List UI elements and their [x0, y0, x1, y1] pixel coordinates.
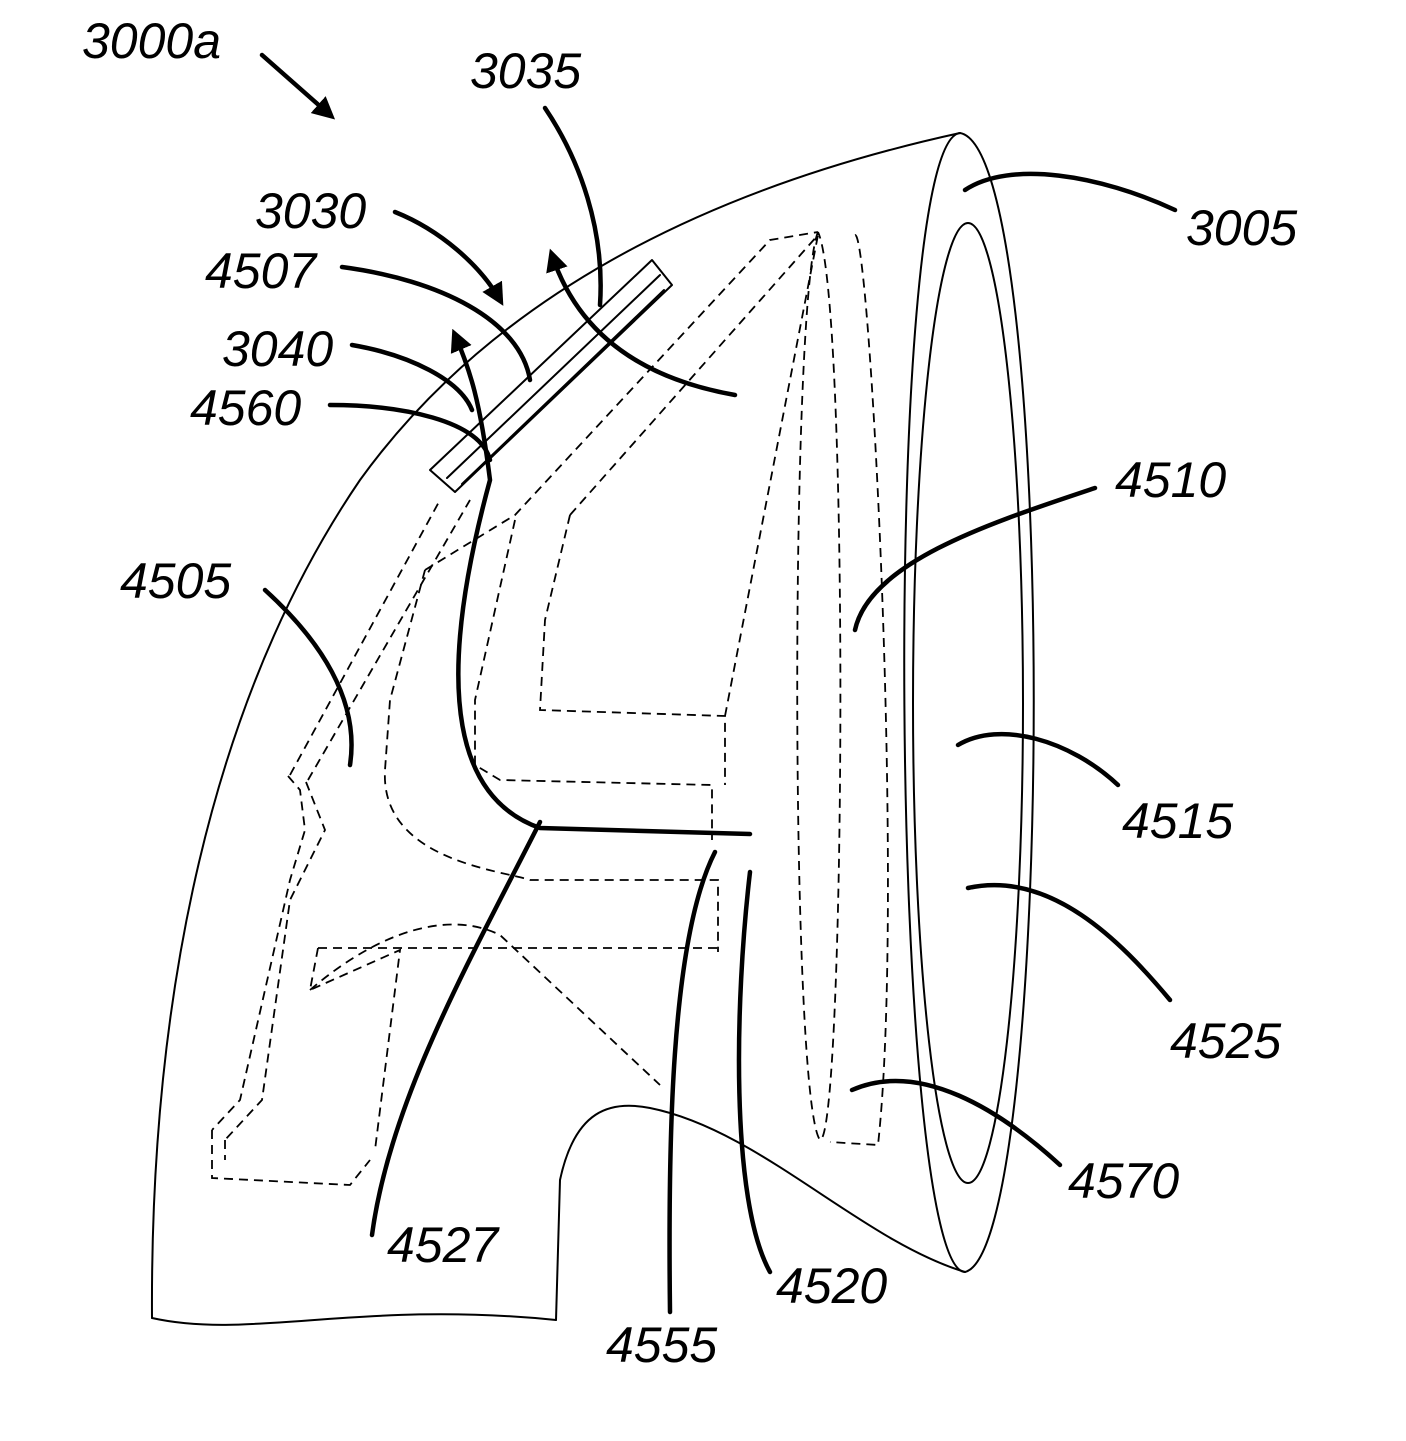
label-3005: 3005: [1186, 200, 1297, 256]
channel-wall-3: [212, 776, 305, 1130]
inner-ring: [913, 223, 1023, 1183]
arrow-outflow-2: [455, 335, 750, 834]
label-4570: 4570: [1068, 1153, 1179, 1209]
body-outer-curve: [152, 133, 960, 1318]
channel-inner-5: [570, 235, 818, 515]
leader-4560: [330, 405, 490, 460]
channel-inner-2: [385, 570, 718, 952]
label-4527: 4527: [387, 1217, 500, 1273]
leader-4555: [670, 852, 715, 1312]
label-3030: 3030: [255, 183, 366, 239]
leader-4515: [958, 734, 1118, 785]
vent-box: [430, 260, 672, 492]
arrow-3000a: [262, 55, 330, 115]
channel-inner-3: [475, 520, 712, 840]
vent-line: [447, 275, 660, 478]
label-4560: 4560: [190, 380, 301, 436]
body-bottom-edge: [152, 1314, 556, 1325]
channel-inner-4: [540, 515, 725, 785]
label-4520: 4520: [776, 1258, 887, 1314]
leader-4505: [265, 590, 352, 765]
inner-cone-right: [830, 235, 888, 1145]
channel-step: [212, 1130, 370, 1185]
leader-4527: [372, 822, 540, 1235]
leader-4510: [855, 488, 1095, 630]
leader-4507: [342, 267, 530, 380]
label-4515: 4515: [1122, 793, 1233, 849]
leader-4525: [968, 885, 1170, 1000]
label-4507: 4507: [205, 243, 318, 299]
body-notch-curve: [556, 1106, 965, 1320]
label-3040: 3040: [222, 321, 333, 377]
leader-3040: [352, 345, 472, 410]
label-4505: 4505: [120, 553, 231, 609]
channel-wall-2: [308, 500, 470, 780]
label-4525: 4525: [1170, 1013, 1281, 1069]
leader-lines: [265, 108, 1175, 1312]
leader-3005: [965, 174, 1175, 210]
leader-3035: [545, 108, 601, 305]
vent-port: [430, 260, 672, 492]
arrow-3030: [395, 212, 500, 300]
device-outline: [152, 133, 965, 1325]
channel-inner-1: [425, 232, 818, 570]
leader-4520: [739, 872, 770, 1272]
channel-wall-4: [225, 782, 325, 1140]
channel-diagonal: [725, 235, 818, 716]
reference-labels: 3000a 3035 3030 4507 3040 4560 3005 4510…: [82, 13, 1297, 1373]
channel-outer-wall: [290, 500, 440, 775]
label-3035: 3035: [470, 43, 581, 99]
label-3000a: 3000a: [82, 13, 221, 69]
label-4510: 4510: [1115, 452, 1226, 508]
label-4555: 4555: [606, 1317, 717, 1373]
inner-cone-left: [797, 232, 840, 1140]
